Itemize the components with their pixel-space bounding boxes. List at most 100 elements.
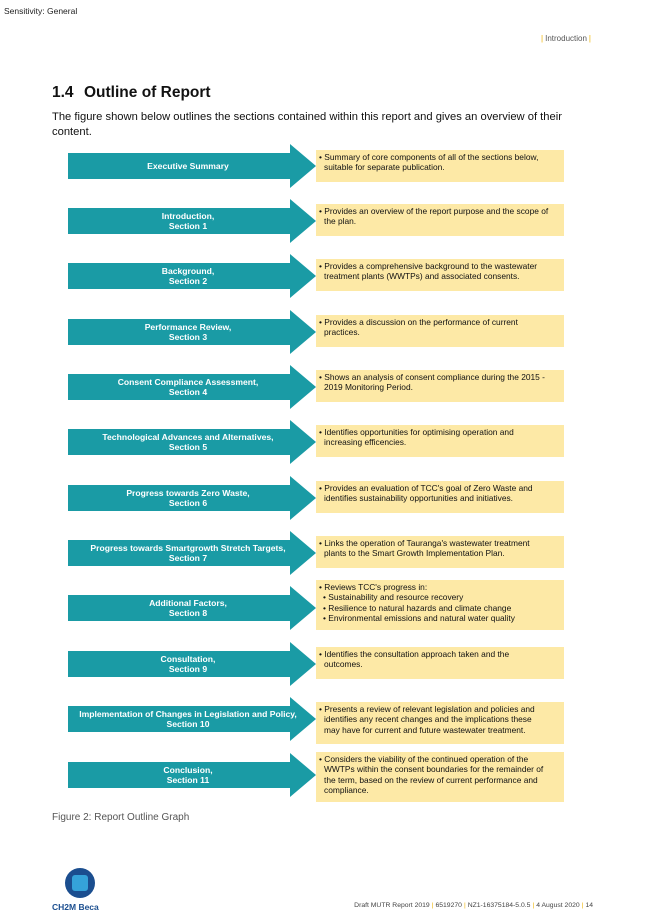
description-line: • Presents a review of relevant legislat… xyxy=(319,704,560,714)
section-arrow: Executive Summary xyxy=(68,144,316,188)
section-name: Implementation of Changes in Legislation… xyxy=(79,709,297,719)
section-arrow: Background,Section 2 xyxy=(68,254,316,298)
bullet-icon: • xyxy=(319,427,325,437)
outline-row: Conclusion,Section 11 • Considers the via… xyxy=(68,752,564,802)
section-name: Progress towards Zero Waste, xyxy=(126,488,250,498)
description-line: treatment plants (WWTPs) and associated … xyxy=(324,271,520,282)
section-ref: Section 5 xyxy=(168,442,208,452)
section-name: Consent Compliance Assessment, xyxy=(117,377,259,387)
intro-paragraph: The figure shown below outlines the sect… xyxy=(52,111,562,138)
bullet-icon: • xyxy=(319,206,325,216)
section-arrow-label: Background,Section 2 xyxy=(77,266,307,286)
section-name: Conclusion, xyxy=(163,765,213,775)
section-description: • Summary of core components of all of t… xyxy=(316,150,564,182)
section-ref: Section 4 xyxy=(168,387,208,397)
description-text: Shows an analysis of consent compliance … xyxy=(324,372,545,382)
section-name: Executive Summary xyxy=(147,161,229,171)
outline-row: Background,Section 2 • Provides a compreh… xyxy=(68,254,564,298)
page-footer: Draft MUTR Report 2019|6519270|NZ1-16375… xyxy=(354,902,593,909)
outline-row: Executive Summary • Summary of core compo… xyxy=(68,144,564,188)
section-arrow: Introduction,Section 1 xyxy=(68,199,316,243)
section-arrow: Implementation of Changes in Legislation… xyxy=(68,697,316,741)
company-logo: CH2M Beca xyxy=(52,868,108,916)
description-text: Presents a review of relevant legislatio… xyxy=(324,704,535,714)
description-line: • Provides a discussion on the performan… xyxy=(319,317,560,327)
sub-bullet: • Environmental emissions and natural wa… xyxy=(319,613,560,623)
section-arrow: Conclusion,Section 11 xyxy=(68,753,316,797)
description-text: Reviews TCC's progress in: xyxy=(324,582,428,592)
description-line: increasing efficencies. xyxy=(324,437,407,448)
bullet-icon: • xyxy=(323,613,329,624)
description-line: • Provides an evaluation of TCC's goal o… xyxy=(319,483,560,493)
section-arrow-label: Introduction,Section 1 xyxy=(77,211,307,231)
section-description: • Presents a review of relevant legislat… xyxy=(316,702,564,744)
section-number: 1.4 xyxy=(52,84,74,101)
description-line: • Provides an overview of the report pur… xyxy=(319,206,560,216)
description-line: • Considers the viability of the continu… xyxy=(319,754,560,764)
section-ref: Section 11 xyxy=(166,775,210,785)
bullet-icon: • xyxy=(319,261,325,271)
description-text: Identifies opportunities for optimising … xyxy=(324,427,514,437)
bullet-icon: • xyxy=(319,704,325,714)
bullet-icon: • xyxy=(319,372,325,382)
sub-bullet-text: Environmental emissions and natural wate… xyxy=(328,613,515,624)
bullet-icon: • xyxy=(319,317,325,327)
section-name: Background, xyxy=(161,266,215,276)
description-text: Provides an overview of the report purpo… xyxy=(324,206,549,216)
section-description: • Links the operation of Tauranga's wast… xyxy=(316,536,564,568)
section-title: Outline of Report xyxy=(84,84,211,101)
section-ref: Section 1 xyxy=(168,221,208,231)
header-section-name: Introduction xyxy=(545,34,587,43)
section-description: • Shows an analysis of consent complianc… xyxy=(316,370,564,402)
description-line: • Identifies the consultation approach t… xyxy=(319,649,560,659)
bullet-icon: • xyxy=(323,602,329,613)
footer-report: Draft MUTR Report 2019 xyxy=(354,902,430,909)
sub-bullet: • Resilience to natural hazards and clim… xyxy=(319,603,560,613)
section-arrow-label: Technological Advances and Alternatives,… xyxy=(77,432,307,452)
bullet-icon: • xyxy=(319,582,325,592)
description-line: • Summary of core components of all of t… xyxy=(319,152,560,162)
footer-number: 6519270 xyxy=(435,902,462,909)
section-arrow: Consultation,Section 9 xyxy=(68,642,316,686)
description-line: outcomes. xyxy=(324,659,363,670)
section-arrow-label: Consent Compliance Assessment,Section 4 xyxy=(77,377,307,397)
section-arrow-label: Executive Summary xyxy=(77,161,307,171)
section-ref: Section 7 xyxy=(168,553,208,563)
section-name: Performance Review, xyxy=(144,322,232,332)
outline-row: Introduction,Section 1 • Provides an over… xyxy=(68,199,564,243)
description-line: compliance. xyxy=(324,785,369,796)
sub-bullet: • Sustainability and resource recovery xyxy=(319,592,560,602)
description-text: Provides a comprehensive background to t… xyxy=(324,261,538,271)
section-name: Progress towards Smartgrowth Stretch Tar… xyxy=(90,543,286,553)
section-name: Consultation, xyxy=(160,654,216,664)
section-arrow: Progress towards Smartgrowth Stretch Tar… xyxy=(68,531,316,575)
section-description: • Provides a comprehensive background to… xyxy=(316,259,564,291)
section-arrow-label: Consultation,Section 9 xyxy=(77,654,307,674)
description-line: • Provides a comprehensive background to… xyxy=(319,261,560,271)
section-description: • Provides an evaluation of TCC's goal o… xyxy=(316,481,564,513)
description-line: • Reviews TCC's progress in: xyxy=(319,582,560,592)
section-ref: Section 10 xyxy=(166,719,210,729)
section-arrow-label: Additional Factors,Section 8 xyxy=(77,598,307,618)
section-ref: Section 8 xyxy=(168,608,208,618)
section-arrow: Progress towards Zero Waste,Section 6 xyxy=(68,476,316,520)
section-arrow: Performance Review,Section 3 xyxy=(68,310,316,354)
description-line: the term, based on the review of current… xyxy=(324,774,538,785)
section-ref: Section 2 xyxy=(168,276,208,286)
section-ref: Section 3 xyxy=(168,332,208,342)
section-arrow-label: Conclusion,Section 11 xyxy=(77,765,307,785)
section-description: • Provides a discussion on the performan… xyxy=(316,315,564,347)
section-ref: Section 6 xyxy=(168,498,208,508)
description-line: • Links the operation of Tauranga's wast… xyxy=(319,538,560,548)
description-line: • Shows an analysis of consent complianc… xyxy=(319,372,560,382)
outline-row: Progress towards Zero Waste,Section 6• P… xyxy=(68,476,564,520)
section-arrow-label: Implementation of Changes in Legislation… xyxy=(77,709,307,729)
outline-row: Consultation,Section 9 • Identifies the c… xyxy=(68,642,564,686)
bullet-icon: • xyxy=(323,592,329,603)
sub-bullet-text: Sustainability and resource recovery xyxy=(328,592,464,603)
outline-row: Performance Review,Section 3• Provides a… xyxy=(68,310,564,354)
section-name: Technological Advances and Alternatives, xyxy=(102,432,274,442)
description-text: Provides a discussion on the performance… xyxy=(324,317,518,327)
section-description: • Reviews TCC's progress in:• Sustainabi… xyxy=(316,580,564,630)
sensitivity-label: Sensitivity: General xyxy=(4,6,78,16)
